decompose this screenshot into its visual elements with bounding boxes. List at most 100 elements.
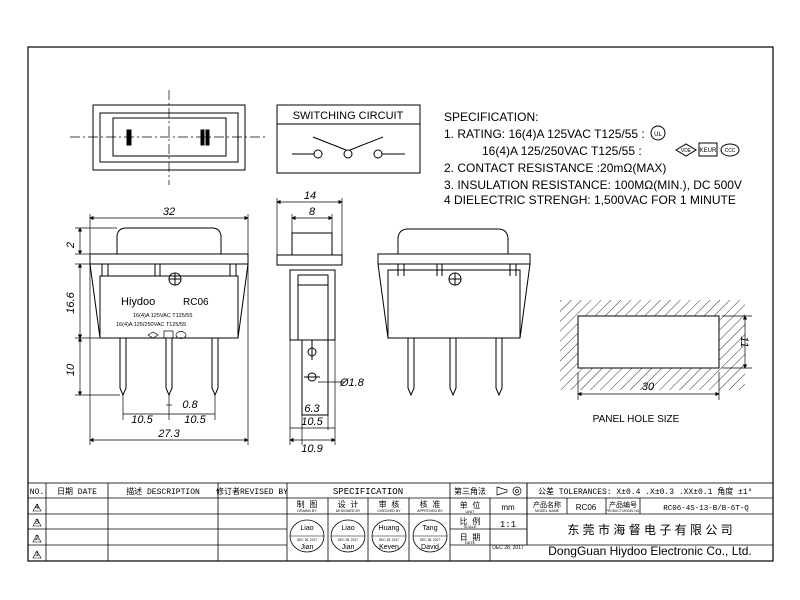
tolerance: 公差 TOLERANCES: X±0.4 .X±0.3 .XX±0.1 角度 ±…	[538, 486, 752, 497]
ccc-cert-icon: CCC	[720, 143, 740, 157]
signature-stamp-4: Tang DEC 28, 2017 David	[412, 519, 448, 553]
col-no: NO.	[30, 488, 44, 497]
svg-text:Tang: Tang	[422, 525, 437, 532]
label-rating-2: 16(4)A 125/250VAC T125/55	[116, 322, 186, 328]
col-description: 描述 DESCRIPTION	[126, 486, 200, 497]
front-view	[89, 227, 249, 397]
panel-width: 30	[642, 381, 655, 393]
model-name: RC06	[183, 297, 209, 308]
svg-text:Huang: Huang	[379, 525, 400, 532]
svg-text:David: David	[421, 544, 439, 551]
switching-circuit-title: SWITCHING CIRCUIT	[293, 110, 404, 122]
dim-10-9: 10.9	[301, 443, 322, 455]
svg-text:VDE: VDE	[681, 148, 692, 154]
rear-view	[377, 228, 531, 397]
spec-contact-resistance: 2. CONTACT RESISTANCE :20mΩ(MAX)	[444, 161, 666, 175]
side-view	[276, 232, 343, 416]
spec-header: SPECIFICATION	[333, 487, 403, 497]
dim-pitch-left: 10.5	[131, 414, 153, 426]
svg-text:产品编号: 产品编号	[609, 500, 637, 510]
row-1: 1	[35, 551, 39, 559]
svg-text:Liao: Liao	[341, 525, 354, 532]
front-view-dimension-labels: 32 2 16.6 10 0.8 10.5 10.5 27.3	[65, 206, 207, 440]
product-name: RC06	[576, 503, 597, 512]
svg-text:DEC 28, 2017: DEC 28, 2017	[338, 538, 358, 542]
svg-text:Jian: Jian	[301, 544, 314, 551]
signature-stamp-1: Liao DEC 28, 2017 Jian	[289, 519, 325, 553]
row-4: 4	[35, 504, 39, 512]
svg-text:KEUR: KEUR	[700, 148, 717, 154]
svg-text:APPROVED BY: APPROVED BY	[417, 509, 443, 513]
label-rating-1: 16(4)A 125VAC T125/55	[133, 313, 192, 319]
switching-circuit: SWITCHING CIRCUIT	[276, 104, 421, 174]
svg-text:PRODUCT MODEL NO.: PRODUCT MODEL NO.	[606, 509, 640, 513]
svg-text:UL: UL	[654, 132, 662, 138]
dim-top-2: 2	[65, 242, 77, 249]
side-view-dimension-labels: 14 8 Ø1.8 6.3 10.5 10.9	[301, 190, 364, 455]
brand-name: Hiydoo	[121, 296, 155, 308]
vde-cert-icon: VDE	[675, 143, 697, 157]
company-name-en: DongGuan Hiydoo Electronic Co., Ltd.	[548, 544, 751, 558]
scale-value: 1:1	[500, 520, 516, 530]
side-view-dimensions	[276, 198, 345, 445]
svg-text:CCC: CCC	[725, 148, 736, 154]
spec-rating-1: 1. RATING: 16(4)A 125VAC T125/55 :	[444, 127, 645, 141]
projection-symbol-icon	[496, 486, 522, 496]
svg-text:DEC 28, 2017: DEC 28, 2017	[420, 538, 440, 542]
svg-text:SCALE: SCALE	[463, 524, 476, 529]
spec-insulation: 3. INSULATION RESISTANCE: 100MΩ(MIN.), D…	[444, 178, 742, 192]
svg-text:DRAWN BY: DRAWN BY	[297, 509, 317, 513]
dim-body-16-6: 16.6	[65, 291, 77, 313]
svg-text:DEC 28, 2017: DEC 28, 2017	[379, 538, 399, 542]
device-label: Hiydoo RC06 16(4)A 125VAC T125/55 16(4)A…	[116, 296, 209, 339]
dim-pins-10: 10	[65, 363, 77, 376]
svg-text:UNIT: UNIT	[465, 509, 475, 514]
svg-text:核 准: 核 准	[420, 499, 441, 510]
dim-pitch-right: 10.5	[184, 414, 206, 426]
svg-text:DESIGNED BY: DESIGNED BY	[336, 509, 361, 513]
signature-stamp-3: Huang DEC 28, 2017 Keven	[371, 519, 407, 553]
top-view	[70, 90, 268, 185]
product-number: RC06-4S-13-B/B-6T-Q	[663, 505, 749, 513]
date-value: DEC 28, 2017	[492, 545, 524, 551]
svg-text:CHECKED BY: CHECKED BY	[377, 509, 401, 513]
spec-heading: SPECIFICATION:	[444, 110, 538, 124]
panel-hole: 30 11 PANEL HOLE SIZE	[560, 300, 752, 425]
dim-diameter-1-8: Ø1.8	[339, 377, 365, 389]
svg-text:比 例: 比 例	[460, 516, 481, 527]
svg-text:MODEL NAME: MODEL NAME	[535, 509, 560, 513]
svg-text:Jian: Jian	[342, 544, 355, 551]
title-block-text: NO. 日期 DATE 描述 DESCRIPTION 修订者REVISED BY…	[30, 486, 753, 559]
col-revised-by: 修订者REVISED BY	[216, 486, 288, 497]
svg-text:Liao: Liao	[300, 525, 313, 532]
spec-rating-2: 16(4)A 125/250VAC T125/55 :	[482, 144, 642, 158]
panel-height: 11	[738, 336, 750, 347]
dim-total-27-3: 27.3	[157, 428, 180, 440]
dim-side-14: 14	[304, 190, 316, 202]
title-block	[27, 482, 774, 562]
label-cert-icons	[147, 330, 187, 339]
svg-text:日 期: 日 期	[460, 533, 481, 543]
dim-width-32: 32	[163, 206, 175, 218]
keur-cert-icon: KEUR	[698, 142, 718, 157]
svg-text:Keven: Keven	[379, 544, 399, 551]
dim-6-3: 6.3	[304, 403, 320, 415]
svg-text:DATE: DATE	[465, 540, 476, 545]
svg-text:DEC 28, 2017: DEC 28, 2017	[297, 538, 317, 542]
specification-block: SPECIFICATION: 1. RATING: 16(4)A 125VAC …	[444, 110, 742, 207]
row-2: 2	[35, 535, 39, 543]
spec-dielectric: 4 DIELECTRIC STRENGH: 1,500VAC FOR 1 MIN…	[444, 193, 736, 207]
row-3: 3	[35, 519, 39, 527]
company-name-cn: 东 莞 市 海 督 电 子 有 限 公 司	[567, 522, 732, 537]
svg-text:单 位: 单 位	[460, 500, 481, 511]
dim-cap-8: 8	[309, 206, 316, 218]
dim-pin-0-8: 0.8	[182, 399, 198, 411]
svg-text:产品名称: 产品名称	[533, 500, 561, 510]
svg-text:设 计: 设 计	[338, 499, 359, 510]
ul-cert-icon: UL	[650, 125, 666, 141]
signature-stamp-2: Liao DEC 28, 2017 Jian	[330, 519, 366, 553]
unit-value: mm	[501, 503, 515, 512]
svg-text:审 核: 审 核	[379, 499, 400, 510]
svg-text:制 图: 制 图	[297, 499, 318, 510]
